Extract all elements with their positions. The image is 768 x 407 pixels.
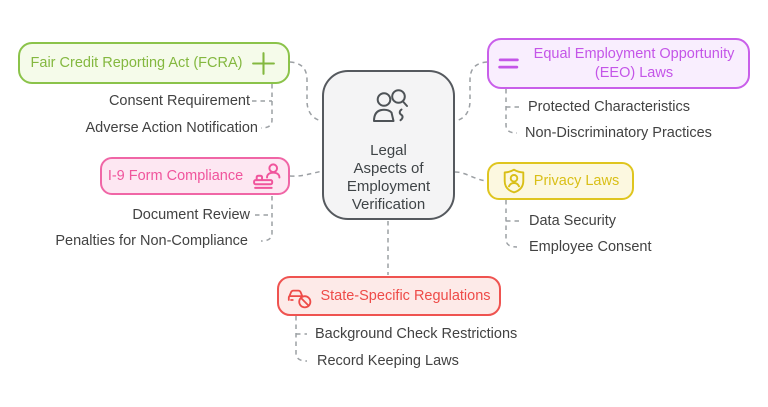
node-privacy-label: Privacy Laws xyxy=(533,172,620,189)
node-fcra-label: Fair Credit Reporting Act (FCRA) xyxy=(30,54,243,71)
node-state-label: State-Specific Regulations xyxy=(320,287,491,304)
connector-fcra-children xyxy=(260,84,273,129)
center-title-line: Verification xyxy=(351,196,426,213)
connector-privacy-children xyxy=(505,200,518,248)
child-label-background-check-restrictions: Background Check Restrictions xyxy=(315,326,518,342)
node-i9: I-9 Form Compliance xyxy=(100,157,290,195)
node-privacy: Privacy Laws xyxy=(487,162,634,200)
child-label-consent-requirement: Consent Requirement xyxy=(108,93,250,109)
node-fcra: Fair Credit Reporting Act (FCRA) xyxy=(18,42,290,84)
child-label-protected-characteristics: Protected Characteristics xyxy=(528,99,690,115)
equals-icon xyxy=(497,55,520,72)
center-title-line: Employment xyxy=(346,178,431,195)
child-label-adverse-action-notification: Adverse Action Notification xyxy=(85,120,258,136)
person-stamp-icon xyxy=(251,162,282,191)
connector-eeo-children xyxy=(505,89,518,134)
child-label-penalties-non-compliance: Penalties for Non-Compliance xyxy=(55,233,248,249)
shield-person-icon xyxy=(502,168,526,194)
connector-fcra-center xyxy=(289,61,324,122)
node-eeo-label: Equal Employment Opportunity (EEO) Laws xyxy=(533,45,735,81)
connector-state-children xyxy=(295,316,308,362)
child-label-employee-consent: Employee Consent xyxy=(529,239,652,255)
node-state: State-Specific Regulations xyxy=(277,276,501,316)
child-label-data-security: Data Security xyxy=(529,213,617,229)
car-ban-icon xyxy=(287,284,312,309)
center-title: Legal Aspects of Employment Verification xyxy=(347,142,430,214)
child-label-document-review: Document Review xyxy=(132,207,250,223)
center-title-line: Legal xyxy=(370,142,407,159)
plus-icon xyxy=(250,50,277,77)
child-label-record-keeping-laws: Record Keeping Laws xyxy=(317,353,459,369)
user-search-icon xyxy=(367,88,411,130)
connector-i9-children xyxy=(260,196,273,242)
connector-eeo-center xyxy=(453,61,488,122)
node-i9-label: I-9 Form Compliance xyxy=(107,167,244,184)
node-eeo: Equal Employment Opportunity (EEO) Laws xyxy=(487,38,750,89)
connector-privacy-center xyxy=(454,171,488,182)
node-center: Legal Aspects of Employment Verification xyxy=(322,70,455,220)
center-title-line: Aspects of xyxy=(353,160,424,177)
child-label-non-discriminatory-practices: Non-Discriminatory Practices xyxy=(525,125,712,141)
connector-i9-center xyxy=(289,170,324,177)
